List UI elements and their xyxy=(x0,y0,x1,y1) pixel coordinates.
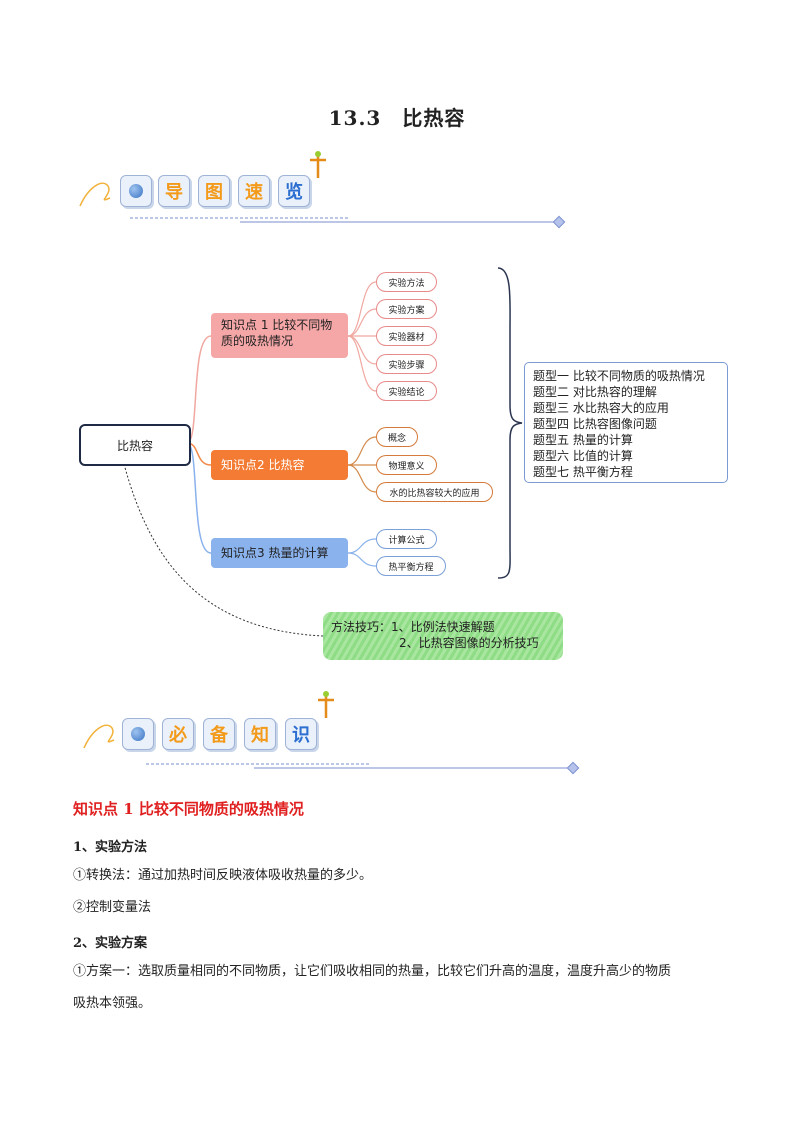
knowledge-point-3-node: 知识点3 热量的计算 xyxy=(211,538,348,568)
mindmap-leaf: 物理意义 xyxy=(376,455,437,475)
banner-decoration xyxy=(83,691,580,775)
mindmap-leaf: 实验器材 xyxy=(376,326,437,346)
paragraph: 吸热本领强。 xyxy=(73,996,152,1011)
banner-char: 图 xyxy=(198,175,230,207)
paragraph: ①转换法：通过加热时间反映液体吸收热量的多少。 xyxy=(73,868,373,883)
section-heading: 知识点 1 比较不同物质的吸热情况 xyxy=(73,800,304,818)
method-line-2: 2、比热容图像的分析技巧 xyxy=(399,636,539,650)
sprout-icon xyxy=(318,691,334,718)
banner-char: 知 xyxy=(244,718,276,750)
banner-char: 备 xyxy=(203,718,235,750)
banner-char: 导 xyxy=(158,175,190,207)
banner-char: 速 xyxy=(238,175,270,207)
mindmap-leaf: 计算公式 xyxy=(376,529,437,549)
question-type: 题型六 比值的计算 xyxy=(533,449,633,463)
globe-icon xyxy=(122,718,154,750)
banner-char: 览 xyxy=(278,175,310,207)
section-banner-knowledge: 必 备 知 识 xyxy=(0,690,794,780)
banner-decoration xyxy=(79,151,566,229)
subheading: 2、实验方案 xyxy=(73,936,148,951)
banner-char: 必 xyxy=(162,718,194,750)
mindmap-leaf: 实验步骤 xyxy=(376,354,437,374)
question-type: 题型三 水比热容大的应用 xyxy=(533,401,669,415)
globe-icon xyxy=(120,175,152,207)
method-tips-box: 方法技巧：1、比例法快速解题 2、比热容图像的分析技巧 xyxy=(323,612,563,660)
mindmap-leaf: 实验结论 xyxy=(376,381,437,401)
method-line-1: 方法技巧：1、比例法快速解题 xyxy=(331,620,495,634)
knowledge-point-1-node: 知识点 1 比较不同物质的吸热情况 xyxy=(211,313,348,358)
paragraph: ①方案一：选取质量相同的不同物质，让它们吸收相同的热量，比较它们升高的温度，温度… xyxy=(73,964,672,979)
mindmap-connectors xyxy=(123,267,523,637)
question-types-box: 题型一 比较不同物质的吸热情况 题型二 对比热容的理解 题型三 水比热容大的应用… xyxy=(524,362,728,483)
sprout-icon xyxy=(310,151,326,178)
mindmap-leaf: 热平衡方程 xyxy=(376,556,446,576)
banner-char: 识 xyxy=(285,718,317,750)
mindmap-root-node: 比热容 xyxy=(79,424,191,466)
mindmap-leaf: 实验方法 xyxy=(376,272,437,292)
mindmap-leaf: 水的比热容较大的应用 xyxy=(376,482,493,502)
question-type: 题型五 热量的计算 xyxy=(533,433,633,447)
subheading: 1、实验方法 xyxy=(73,840,148,855)
question-type: 题型七 热平衡方程 xyxy=(533,465,633,479)
paragraph: ②控制变量法 xyxy=(73,900,152,915)
mindmap-leaf: 实验方案 xyxy=(376,299,437,319)
question-type: 题型一 比较不同物质的吸热情况 xyxy=(533,369,705,383)
knowledge-point-2-node: 知识点2 比热容 xyxy=(211,450,348,480)
mindmap-leaf: 概念 xyxy=(376,427,418,447)
question-type: 题型二 对比热容的理解 xyxy=(533,385,657,399)
question-type: 题型四 比热容图像问题 xyxy=(533,417,657,431)
page-title: 13.3 比热容 xyxy=(328,106,466,130)
section-banner-overview: 导 图 速 览 xyxy=(0,148,794,238)
